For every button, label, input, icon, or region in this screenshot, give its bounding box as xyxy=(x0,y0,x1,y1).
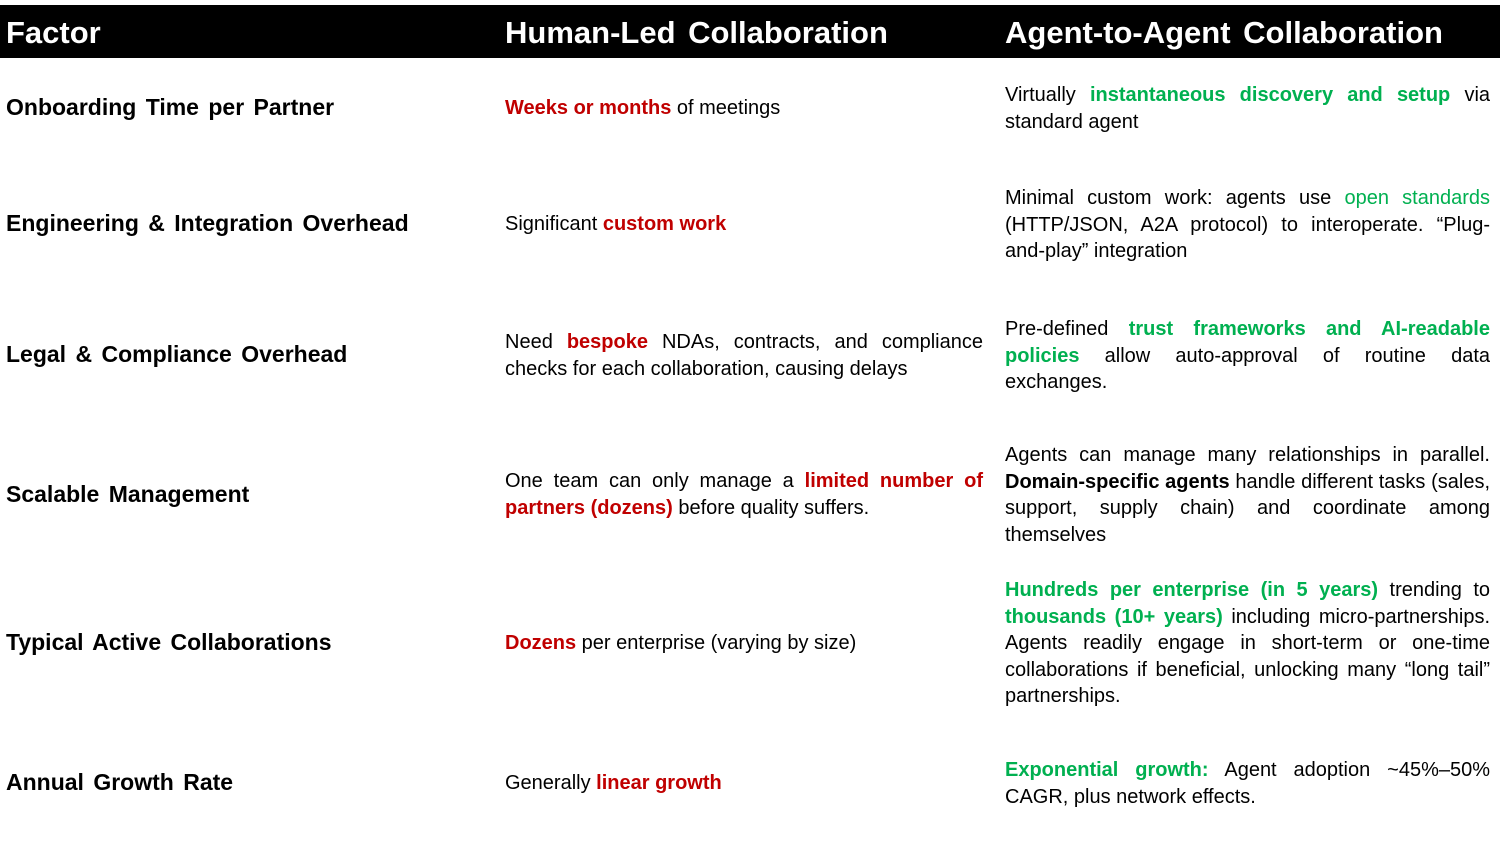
human-highlight: Dozens xyxy=(505,632,577,654)
factor-cell: Typical Active Collaborations xyxy=(6,629,332,655)
table-header: Factor Human-Led Collaboration Agent-to-… xyxy=(0,5,1500,58)
human-text: NDAs, contracts, and compliance checks f… xyxy=(505,331,983,380)
factor-cell: Scalable Management xyxy=(6,481,250,507)
agent-highlight: Hundreds per enterprise (in 5 years) xyxy=(1005,579,1379,601)
agent-cell: Exponential growth: Agent adoption ~45%–… xyxy=(1005,757,1490,810)
agent-highlight: open standards xyxy=(1344,187,1490,209)
human-highlight: custom work xyxy=(602,213,727,235)
agent-text: trending to xyxy=(1378,579,1490,601)
human-highlight: linear growth xyxy=(596,772,722,794)
factor-cell: Legal & Compliance Overhead xyxy=(6,341,348,367)
human-cell: Generally linear growth xyxy=(505,770,983,797)
agent-highlight: trust frameworks and AI-readable policie… xyxy=(1005,318,1490,367)
human-highlight: Weeks or months xyxy=(505,97,672,119)
human-text: Need xyxy=(505,331,567,353)
agent-highlight: thousands (10+ years) xyxy=(1005,605,1223,628)
agent-text: (HTTP/JSON, A2A protocol) to interoperat… xyxy=(1005,213,1490,263)
factor-cell: Engineering & Integration Overhead xyxy=(6,210,409,236)
agent-text: via standard agent xyxy=(1005,84,1491,133)
agent-text: Minimal custom work: agents use xyxy=(1005,187,1345,209)
header-agent-to-agent: Agent-to-Agent Collaboration xyxy=(1005,15,1443,50)
human-text: One team can only manage a xyxy=(505,470,805,492)
factor-cell: Annual Growth Rate xyxy=(6,769,234,795)
agent-text: Agent adoption ~45%–50% CAGR, plus netwo… xyxy=(1005,759,1491,808)
agent-text: handle different tasks (sales, support, … xyxy=(1005,470,1490,546)
agent-cell: Virtually instantaneous discovery and se… xyxy=(1005,82,1490,135)
human-cell: Significant custom work xyxy=(505,211,983,238)
agent-cell: Hundreds per enterprise (in 5 years) tre… xyxy=(1005,577,1490,710)
human-text: Generally xyxy=(505,772,597,794)
agent-text: Pre-defined xyxy=(1005,318,1129,340)
header-factor: Factor xyxy=(6,15,101,50)
agent-highlight: Exponential growth: xyxy=(1005,759,1209,781)
agent-text: Agents can manage many relationships in … xyxy=(1005,444,1490,466)
agent-text: Virtually xyxy=(1005,84,1090,106)
human-highlight: limited number of partners (dozens) xyxy=(505,470,983,519)
agent-text: including micro-partnerships. Agents rea… xyxy=(1005,605,1490,708)
header-human-led: Human-Led Collaboration xyxy=(505,15,888,50)
agent-highlight: instantaneous discovery and setup xyxy=(1089,84,1451,106)
factor-cell: Onboarding Time per Partner xyxy=(6,94,335,120)
agent-cell: Agents can manage many relationships in … xyxy=(1005,442,1490,548)
human-cell: Dozens per enterprise (varying by size) xyxy=(505,630,983,657)
human-text: Significant xyxy=(505,213,603,235)
agent-bold: Domain-specific agents xyxy=(1005,470,1230,493)
human-cell: Weeks or months of meetings xyxy=(505,95,983,122)
human-cell: One team can only manage a limited numbe… xyxy=(505,468,983,521)
human-text: of meetings xyxy=(671,97,781,119)
agent-cell: Pre-defined trust frameworks and AI-read… xyxy=(1005,316,1490,396)
human-text: per enterprise (varying by size) xyxy=(576,632,857,654)
human-highlight: bespoke xyxy=(566,331,648,353)
human-cell: Need bespoke NDAs, contracts, and compli… xyxy=(505,329,983,382)
agent-text: allow auto-approval of routine data exch… xyxy=(1005,344,1490,394)
agent-cell: Minimal custom work: agents use open sta… xyxy=(1005,185,1490,265)
human-text: before quality suffers. xyxy=(672,496,870,519)
